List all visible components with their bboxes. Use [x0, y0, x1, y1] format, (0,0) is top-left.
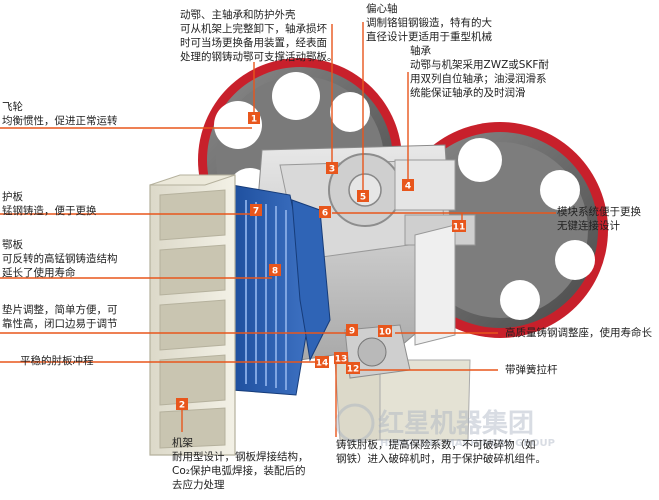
label-cast-toggle: 铸铁肘板，提高保险系数，不可破碎物（如钢铁）进入破碎机时，用于保护破碎机组件。 — [336, 438, 546, 466]
marker-number: 8 — [272, 267, 278, 277]
label-frame-line: 机架 — [172, 437, 193, 449]
label-moving-jaw: 动鄂、主轴承和防护外壳可从机架上完整卸下，轴承损坏时可当场更换备用装置，经表面处… — [180, 8, 338, 64]
label-jaw-plate-line: 延长了使用寿命 — [2, 267, 76, 279]
marker-number: 9 — [349, 327, 355, 337]
label-jaw-plate: 鄂板可反转的高锰钢铸造结构延长了使用寿命 — [2, 238, 118, 280]
label-flywheel-line: 飞轮 — [2, 101, 23, 113]
label-bearing-line: 轴承 — [410, 45, 431, 57]
label-moving-jaw-line: 动鄂、主轴承和防护外壳 — [180, 9, 296, 21]
label-moving-jaw-line: 时可当场更换备用装置，经表面 — [180, 37, 327, 49]
label-jaw-plate-line: 可反转的高锰钢铸造结构 — [2, 253, 118, 265]
watermark-cn: 红星机器集团 — [378, 408, 534, 439]
label-guard-plate-line: 护板 — [2, 191, 23, 203]
watermark: 红星机器集团 HONGXING MACHINERY GROUP — [335, 403, 555, 449]
marker-11: 11 — [452, 220, 466, 233]
marker-number: 6 — [322, 209, 328, 219]
toggle-assembly — [344, 324, 411, 379]
label-shim-adjust-line: 靠性高，闭口边易于调节 — [2, 318, 118, 330]
marker-number: 1 — [251, 115, 257, 125]
marker-2: 2 — [176, 398, 188, 411]
marker-13: 13 — [334, 352, 348, 365]
marker-number: 4 — [405, 182, 411, 192]
label-spring-rod: 带弹簧拉杆 — [505, 363, 558, 377]
marker-number: 12 — [347, 365, 360, 375]
label-guard-plate-line: 锰钢铸造，便于更换 — [2, 205, 97, 217]
label-adjust-seat: 高质量铸钢调整座，使用寿命长 — [505, 326, 652, 340]
marker-number: 5 — [360, 193, 366, 203]
label-flywheel-line: 均衡惯性，促进正常运转 — [2, 115, 118, 127]
marker-4: 4 — [402, 179, 414, 192]
label-bearing-line: 用双列自位轴承；油浸润滑系 — [410, 73, 547, 85]
left-frame — [149, 174, 236, 456]
label-eccentric-shaft-line: 偏心轴 — [366, 3, 398, 15]
watermark-en: HONGXING MACHINERY GROUP — [380, 438, 555, 449]
marker-number: 14 — [316, 359, 329, 369]
label-moving-jaw-line: 可从机架上完整卸下，轴承损坏 — [180, 23, 327, 35]
marker-5: 5 — [357, 190, 369, 203]
label-guard-plate: 护板锰钢铸造，便于更换 — [2, 190, 97, 218]
label-adjust-seat-line: 高质量铸钢调整座，使用寿命长 — [505, 327, 652, 339]
marker-7: 7 — [250, 204, 262, 217]
marker-9: 9 — [346, 324, 358, 337]
blue-jaw-plate — [231, 184, 331, 396]
label-shim-adjust-line: 垫片调整，简单方便，可 — [2, 304, 118, 316]
label-eccentric-shaft-line: 调制铬钼钢锻造，特有的大 — [366, 17, 492, 29]
marker-14: 14 — [315, 356, 329, 369]
label-eccentric-shaft-line: 直径设计更适用于重型机械 — [366, 31, 492, 43]
label-moving-jaw-line: 处理的钢铸动鄂可支撑活动鄂板。 — [180, 51, 338, 63]
marker-number: 2 — [179, 401, 185, 411]
label-frame-line: Co₂保护电弧焊接，装配后的 — [172, 465, 306, 477]
marker-number: 3 — [329, 165, 335, 175]
label-modular: 模块系统便于更换无键连接设计 — [557, 205, 641, 233]
label-spring-rod-line: 带弹簧拉杆 — [505, 364, 558, 376]
label-cast-toggle-line: 铸铁肘板，提高保险系数，不可破碎物（如 — [336, 439, 536, 451]
label-frame: 机架耐用型设计，钢板焊接结构， Co₂保护电弧焊接，装配后的去应力处理 — [172, 436, 309, 492]
label-toggle-plate-line: 平稳的肘板冲程 — [20, 355, 94, 367]
leader-lines — [0, 22, 556, 437]
marker-1: 1 — [248, 112, 260, 125]
label-shim-adjust: 垫片调整，简单方便，可靠性高，闭口边易于调节 — [2, 303, 118, 331]
label-bearing-line: 动鄂与机架采用ZWZ或SKF耐 — [410, 59, 549, 71]
label-eccentric-shaft: 偏心轴调制铬钼钢锻造，特有的大直径设计更适用于重型机械 — [366, 2, 492, 44]
marker-12: 12 — [346, 362, 360, 375]
marker-number: 11 — [453, 223, 466, 233]
label-frame-line: 去应力处理 — [172, 479, 225, 491]
marker-10: 10 — [378, 325, 392, 338]
label-cast-toggle-line: 钢铁）进入破碎机时，用于保护破碎机组件。 — [336, 453, 546, 465]
label-jaw-plate-line: 鄂板 — [2, 239, 23, 251]
marker-number: 10 — [379, 328, 392, 338]
marker-8: 8 — [269, 264, 281, 277]
label-modular-line: 模块系统便于更换 — [557, 206, 641, 218]
label-flywheel: 飞轮均衡惯性，促进正常运转 — [2, 100, 118, 128]
label-bearing: 轴承动鄂与机架采用ZWZ或SKF耐用双列自位轴承；油浸润滑系统能保证轴承的及时润… — [410, 44, 549, 100]
label-toggle-plate: 平稳的肘板冲程 — [20, 354, 94, 368]
marker-number: 7 — [253, 207, 259, 217]
marker-number: 13 — [335, 355, 348, 365]
right-frame — [334, 224, 471, 441]
label-frame-line: 耐用型设计，钢板焊接结构， — [172, 451, 309, 463]
label-modular-line: 无键连接设计 — [557, 220, 620, 232]
marker-6: 6 — [319, 206, 331, 219]
marker-3: 3 — [326, 162, 338, 175]
label-bearing-line: 统能保证轴承的及时润滑 — [410, 87, 526, 99]
